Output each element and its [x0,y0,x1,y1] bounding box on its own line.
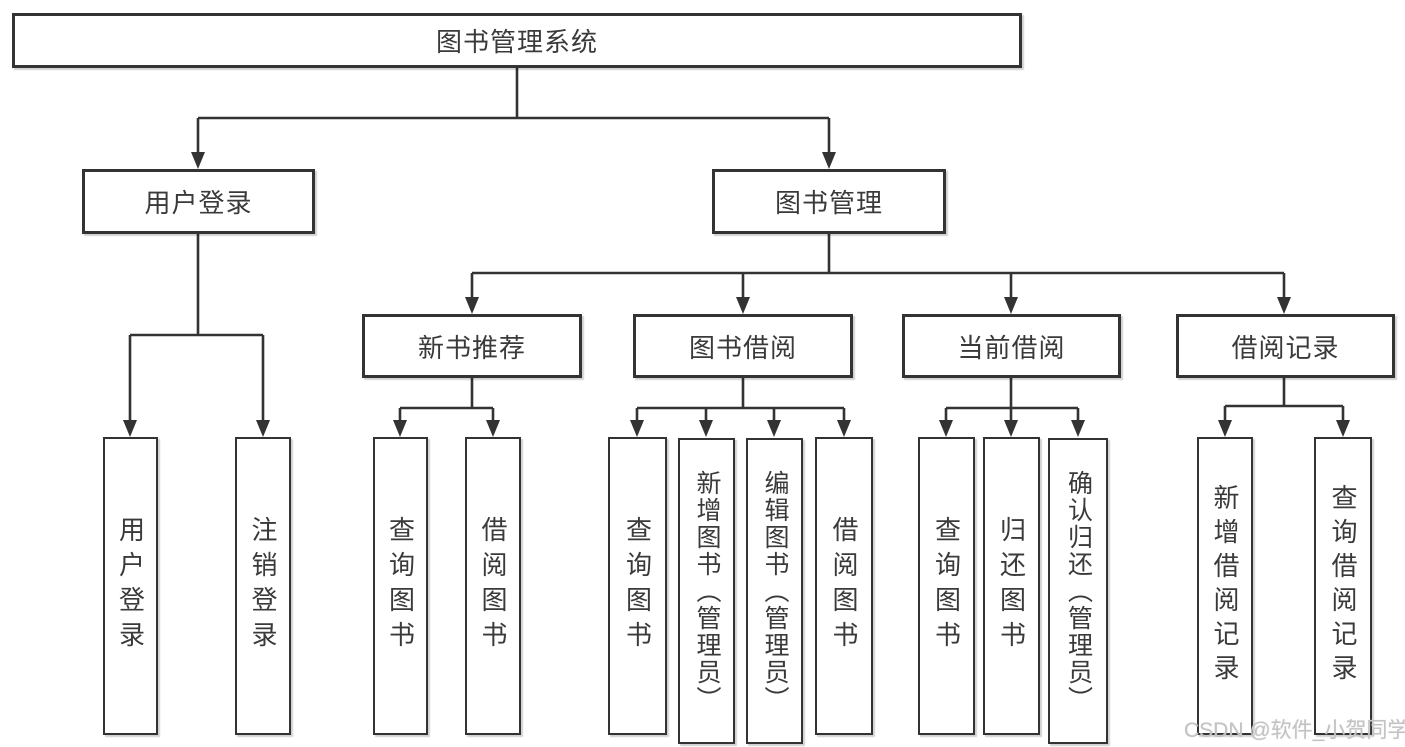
leaf-label: 注销登录 [248,516,278,656]
node-book-borrowing: 图书借阅 [633,314,853,378]
leaf-borrow-books-borrowing: 借阅图书 [815,437,873,735]
leaf-label: 查询图书 [622,516,653,656]
leaf-user-login: 用户登录 [103,437,158,735]
node-label: 当前借阅 [957,332,1066,363]
node-label: 借阅记录 [1231,332,1340,363]
node-label: 图书借阅 [688,332,797,363]
leaf-logout: 注销登录 [235,437,291,735]
node-label: 新书推荐 [417,332,526,363]
leaf-label: 编辑图书（管理员） [761,469,789,713]
leaf-label: 查询图书 [385,516,416,656]
node-label: 图书管理 [774,188,883,218]
node-user-login: 用户登录 [82,169,315,234]
leaf-label: 确认归还（管理员） [1064,469,1093,713]
node-library-management-system: 图书管理系统 [12,13,1022,68]
leaf-label: 新增图书（管理员） [693,469,721,713]
leaf-label: 归还图书 [996,516,1027,656]
leaf-query-books-recommend: 查询图书 [373,437,428,735]
leaf-add-borrow-record: 新增借阅记录 [1197,437,1253,735]
leaf-label: 查询借阅记录 [1328,484,1358,688]
leaf-label: 用户登录 [115,516,146,656]
leaf-confirm-return-admin: 确认归还（管理员） [1048,438,1108,744]
leaf-borrow-books-recommend: 借阅图书 [465,437,521,735]
leaf-add-books-admin: 新增图书（管理员） [678,438,735,744]
leaf-label: 新增借阅记录 [1210,484,1240,688]
node-label: 用户登录 [144,188,253,218]
watermark-text: CSDN @软件_小贺同学 [1184,719,1405,742]
leaf-label: 借阅图书 [829,516,859,656]
leaf-return-books: 归还图书 [983,437,1040,735]
node-book-management: 图书管理 [712,169,946,234]
leaf-query-books-borrowing: 查询图书 [608,437,667,735]
node-new-book-recommend: 新书推荐 [362,314,582,378]
leaf-query-books-current: 查询图书 [918,437,975,735]
tree-edges [128,68,1345,422]
leaf-edit-books-admin: 编辑图书（管理员） [746,438,803,744]
node-borrow-records: 借阅记录 [1176,314,1395,378]
leaf-query-borrow-record: 查询借阅记录 [1314,437,1372,735]
leaf-label: 借阅图书 [478,516,508,656]
leaf-label: 查询图书 [931,516,962,656]
node-current-borrowing: 当前借阅 [902,314,1121,378]
node-label: 图书管理系统 [435,27,598,57]
